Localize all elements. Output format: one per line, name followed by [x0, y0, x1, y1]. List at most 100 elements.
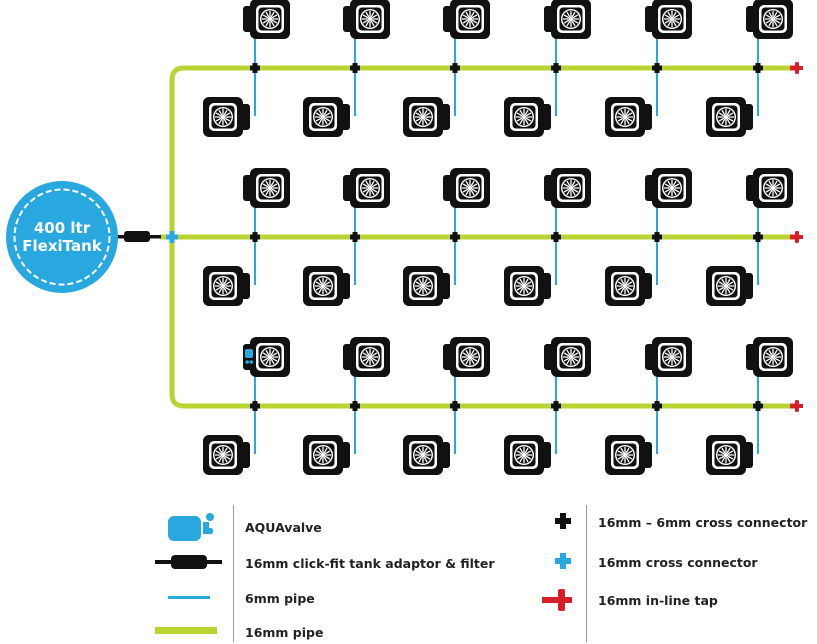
pot-row2-upper-5	[645, 168, 692, 208]
pot-row1-upper-3	[443, 0, 490, 39]
pot-lid	[758, 173, 788, 203]
cross-connector-16-6-vertical	[452, 401, 458, 411]
pot-lid	[657, 173, 687, 203]
aquavalve	[243, 346, 255, 366]
inline-tap-icon	[542, 589, 572, 611]
pot-row1-upper-4	[544, 0, 591, 39]
pot-lid	[408, 102, 438, 132]
pot-lid	[455, 173, 485, 203]
pot-lid	[610, 271, 640, 301]
cross-connector-16-6-vertical	[553, 401, 559, 411]
manifold-cross-connector-vertical	[169, 231, 175, 243]
cross-connector-16-6-vertical	[352, 63, 358, 73]
cross-connector-16-6-vertical	[755, 401, 761, 411]
cross-connector-16-6-vertical	[252, 401, 258, 411]
pot-lid	[355, 342, 385, 372]
pot-lid	[556, 342, 586, 372]
fittings-layer	[166, 62, 803, 412]
legend-divider-right	[586, 505, 588, 642]
inline-tap-row-1	[790, 62, 803, 74]
pot-row1-upper-2	[343, 0, 390, 39]
pot-lid	[355, 4, 385, 34]
pot-row1-lower-1	[203, 97, 250, 137]
pot-row1-upper-5	[645, 0, 692, 39]
inline-tap-row-3	[790, 400, 803, 412]
pot-lid	[509, 102, 539, 132]
aquavalve-icon	[168, 513, 214, 541]
cross-connector-16-6-vertical	[553, 63, 559, 73]
pot-row2-lower-3	[403, 266, 450, 306]
pot-lid	[509, 440, 539, 470]
pot-row2-upper-2	[343, 168, 390, 208]
cross-connector-16-6-vertical	[352, 401, 358, 411]
legend-divider-left	[233, 505, 235, 642]
pot-lid	[208, 271, 238, 301]
pots-layer	[203, 0, 793, 475]
16mm-pipe-icon	[155, 627, 217, 634]
16mm-6mm-cross-connector-icon	[555, 513, 571, 529]
tank-adaptor-filter	[112, 231, 161, 242]
cross-connector-16-6-vertical	[252, 63, 258, 73]
pot-row2-upper-1	[243, 168, 290, 208]
6mm-pipe-icon	[168, 596, 210, 599]
legend-label-aquavalve: AQUAvalve	[245, 520, 322, 535]
pot-lid	[610, 440, 640, 470]
pot-row1-lower-2	[303, 97, 350, 137]
cross-connector-16-6-vertical	[252, 232, 258, 242]
pot-lid	[657, 4, 687, 34]
cross-connector-16-6-vertical	[452, 232, 458, 242]
pot-row3-upper-4	[544, 337, 591, 377]
pot-row2-upper-3	[443, 168, 490, 208]
tank-adaptor-filter-icon	[155, 555, 222, 569]
pot-lid	[657, 342, 687, 372]
pot-lid	[711, 440, 741, 470]
pot-lid	[455, 342, 485, 372]
cross-connector-16-6-vertical	[654, 63, 660, 73]
pot-row3-lower-3	[403, 435, 450, 475]
flexitank: 400 ltr FlexiTank	[6, 181, 118, 293]
cross-connector-16-6-vertical	[452, 63, 458, 73]
pot-row2-lower-5	[605, 266, 652, 306]
pot-lid	[308, 440, 338, 470]
cross-connector-16-6-vertical	[654, 232, 660, 242]
pot-lid	[408, 271, 438, 301]
pot-row1-lower-6	[706, 97, 753, 137]
pot-row1-upper-6	[746, 0, 793, 39]
cross-connector-16-6-vertical	[755, 232, 761, 242]
legend-label-cross-connector-16-6: 16mm – 6mm cross connector	[598, 515, 808, 530]
pot-lid	[408, 440, 438, 470]
legend-label-16mm-pipe: 16mm pipe	[245, 625, 324, 640]
tank-label-line1: 400 ltr	[34, 219, 91, 237]
tank-label-line2: FlexiTank	[22, 237, 102, 255]
pot-lid	[308, 102, 338, 132]
pot-lid	[355, 173, 385, 203]
inline-tap-row-2	[790, 231, 803, 243]
pot-lid	[711, 102, 741, 132]
legend-label-tank-adaptor: 16mm click-fit tank adaptor & filter	[245, 556, 495, 571]
pot-row2-lower-1	[203, 266, 250, 306]
pot-row2-lower-6	[706, 266, 753, 306]
legend-label-inline-tap: 16mm in-line tap	[598, 593, 718, 608]
pot-lid	[758, 4, 788, 34]
pot-lid	[556, 173, 586, 203]
cross-connector-16-6-vertical	[755, 63, 761, 73]
pot-row1-lower-5	[605, 97, 652, 137]
pot-lid	[308, 271, 338, 301]
pot-lid	[208, 440, 238, 470]
pot-row2-lower-2	[303, 266, 350, 306]
pot-row1-upper-1	[243, 0, 290, 39]
pot-row3-upper-3	[443, 337, 490, 377]
pot-row2-upper-4	[544, 168, 591, 208]
legend-label-cross-connector-16: 16mm cross connector	[598, 555, 758, 570]
pot-row3-lower-5	[605, 435, 652, 475]
pot-lid	[556, 4, 586, 34]
pot-row1-lower-4	[504, 97, 551, 137]
legend-label-6mm-pipe: 6mm pipe	[245, 591, 315, 606]
pot-row3-lower-1	[203, 435, 250, 475]
pot-row3-upper-6	[746, 337, 793, 377]
cross-connector-16-6-vertical	[553, 232, 559, 242]
pot-lid	[758, 342, 788, 372]
16mm-cross-connector-icon	[555, 553, 571, 569]
pot-lid	[255, 173, 285, 203]
